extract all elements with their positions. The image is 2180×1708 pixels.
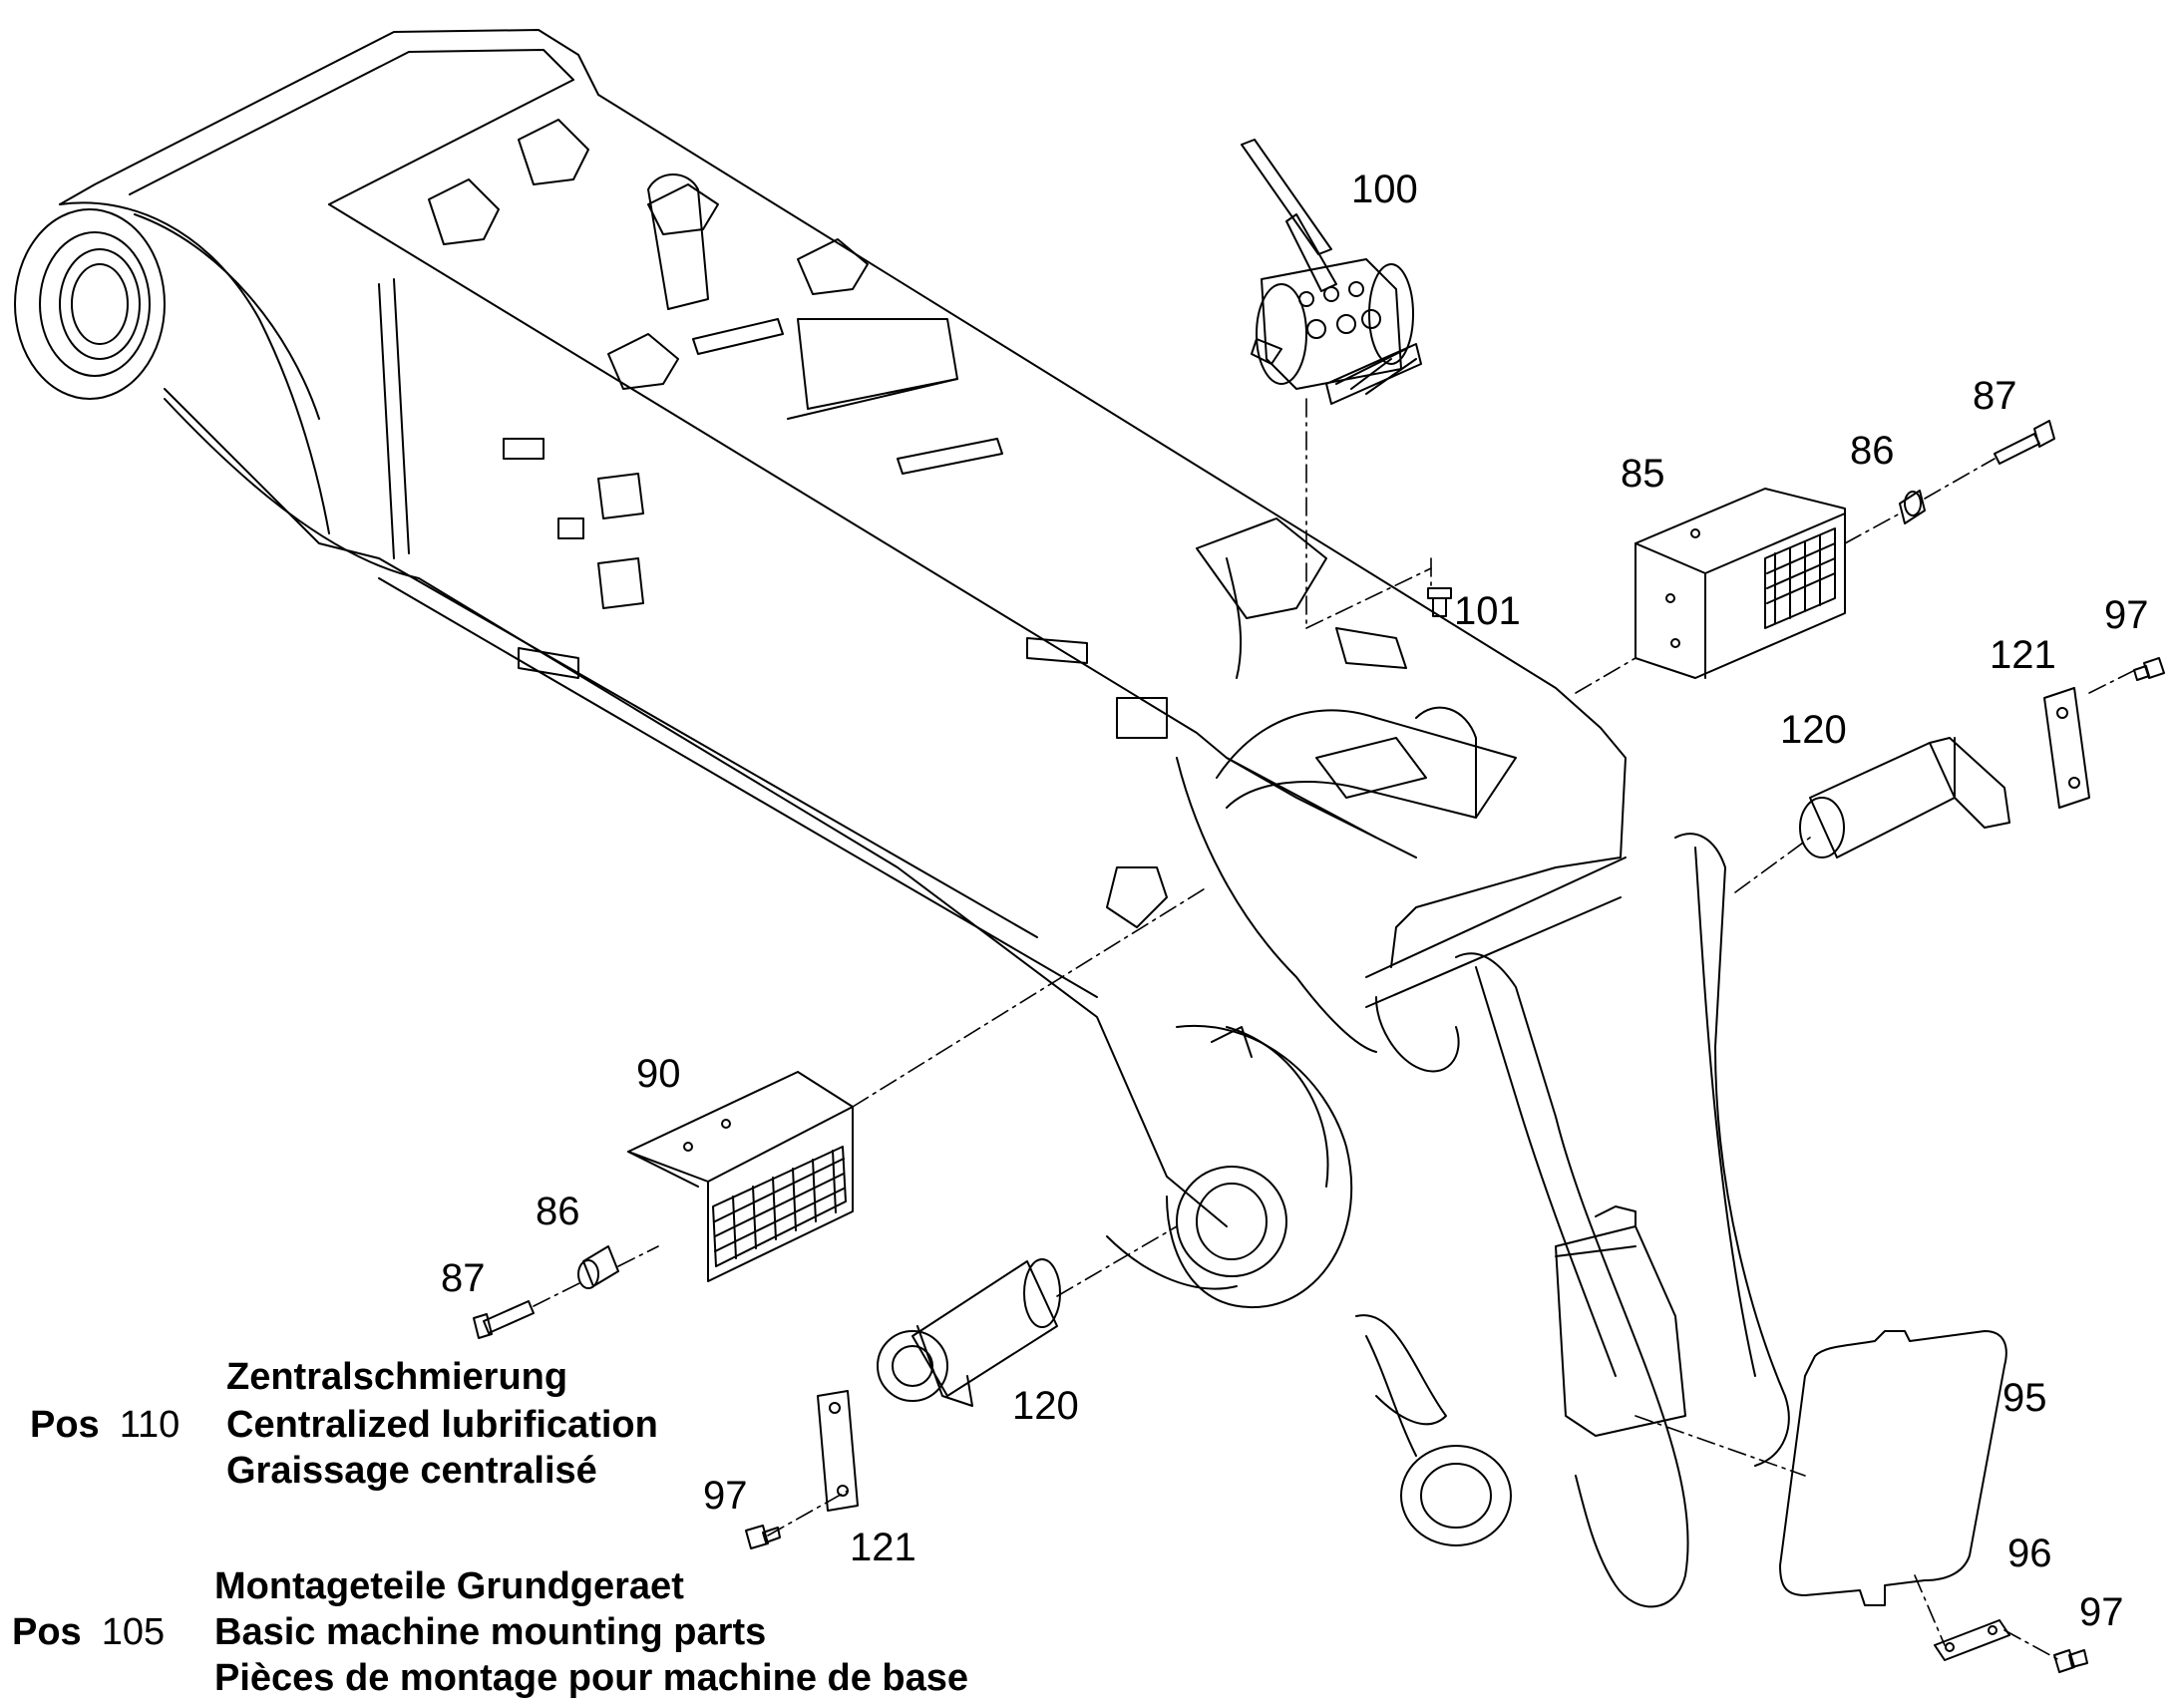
note-105-de: Montageteile Grundgeraet: [214, 1565, 684, 1607]
note-110-fr: Graissage centralisé: [226, 1450, 597, 1492]
cover-plate-part-95: [1779, 1330, 2007, 1606]
callout-95: 95: [2002, 1376, 2047, 1420]
callout-87-top: 87: [1973, 374, 2017, 418]
note-105-en: Basic machine mounting parts: [214, 1611, 767, 1653]
cover-plate-part-90: [627, 1071, 854, 1282]
note-110-pos-label: Pos 110: [30, 1406, 180, 1444]
callout-96: 96: [2007, 1532, 2052, 1575]
callout-121-right: 121: [1990, 633, 2056, 677]
spacer-part-86-left: [577, 1245, 619, 1289]
bolt-part-97-right: [2133, 657, 2165, 681]
callout-85: 85: [1621, 452, 1665, 496]
bolt-part-87-top: [1994, 420, 2055, 465]
note-105-pos-number: 105: [101, 1611, 166, 1653]
callout-101: 101: [1454, 589, 1521, 633]
callout-120-bottom: 120: [1012, 1384, 1079, 1428]
note-110-pos-number: 110: [119, 1404, 181, 1446]
callout-121-bottom: 121: [850, 1526, 916, 1569]
callout-97-bottom: 97: [703, 1474, 748, 1518]
cover-box-part-85: [1635, 488, 1846, 679]
note-110-pos-word: Pos: [30, 1404, 100, 1446]
callout-100: 100: [1351, 168, 1418, 211]
pin-part-120-bottom: [877, 1258, 1061, 1407]
bolt-part-97-bottom-right: [2053, 1649, 2088, 1673]
pin-part-120-right: [1799, 737, 2010, 858]
bolt-part-101: [1427, 587, 1452, 617]
plate-part-121-right: [2043, 687, 2090, 809]
callout-97-right: 97: [2104, 593, 2149, 637]
spacer-part-86-top: [1899, 490, 1926, 524]
bolt-part-97-bottom: [745, 1525, 781, 1549]
callout-120-right: 120: [1780, 708, 1847, 752]
bolt-part-87-left: [473, 1300, 535, 1339]
note-110-en: Centralized lubrification: [226, 1404, 658, 1446]
note-110-de: Zentralschmierung: [226, 1356, 568, 1398]
callout-97-bottom-right: 97: [2079, 1590, 2124, 1634]
callout-90: 90: [636, 1052, 681, 1096]
callout-87-left: 87: [441, 1256, 486, 1300]
note-105-fr: Pièces de montage pour machine de base: [214, 1657, 969, 1699]
assembly-leader-lines: [533, 398, 2140, 1661]
lubrication-pump-part-100: [1241, 139, 1422, 405]
callout-86-top: 86: [1850, 429, 1895, 473]
note-105-pos-word: Pos: [12, 1611, 82, 1653]
plate-part-121-bottom: [817, 1390, 859, 1512]
boom-arm: [14, 29, 1790, 1608]
callout-86-left: 86: [536, 1190, 580, 1233]
note-105-pos-label: Pos 105: [12, 1613, 165, 1651]
plate-part-96: [1934, 1619, 2010, 1661]
